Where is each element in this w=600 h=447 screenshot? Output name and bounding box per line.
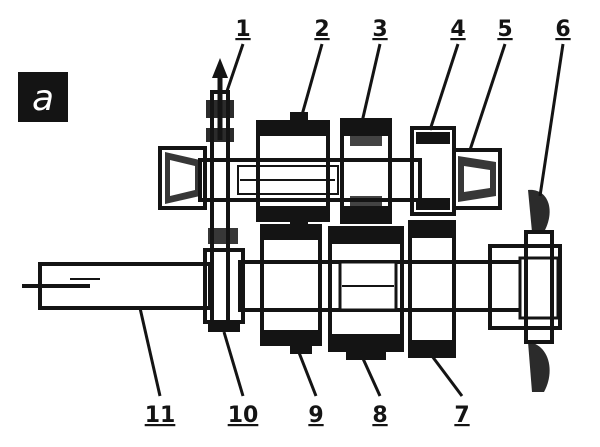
upper-shaft-assembly [158, 58, 502, 332]
leader-lines [138, 43, 565, 397]
callout-10: 10 [228, 403, 259, 428]
callouts-bottom: 11 10 9 8 7 [145, 403, 470, 428]
callout-11: 11 [145, 403, 176, 428]
panel-label: a [32, 78, 54, 119]
callout-3: 3 [372, 17, 387, 42]
callout-5: 5 [497, 17, 512, 42]
lower-shaft-assembly [22, 189, 562, 392]
callout-8: 8 [372, 403, 387, 428]
callout-7: 7 [454, 403, 469, 428]
callouts-top: 1 2 3 4 5 6 [235, 17, 570, 42]
callout-6: 6 [555, 17, 570, 42]
callout-1: 1 [235, 17, 250, 42]
callout-2: 2 [314, 17, 329, 42]
panel-label-badge: a [18, 72, 68, 122]
callout-9: 9 [308, 403, 323, 428]
callout-4: 4 [450, 17, 465, 42]
